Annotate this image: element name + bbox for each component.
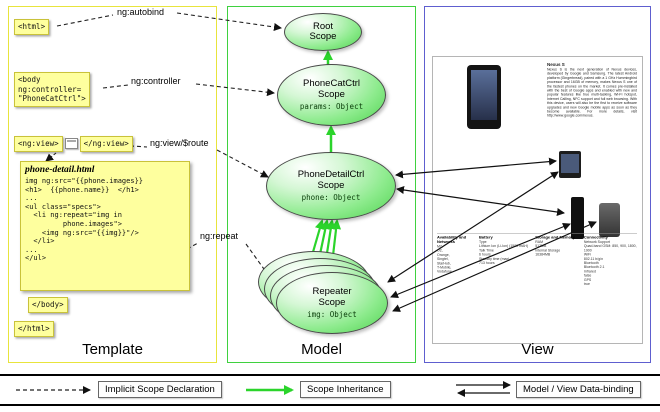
phone-hero-screen (471, 70, 497, 120)
legend-model-view-databinding: Model / View Data-binding (516, 381, 641, 398)
ng-view-close-box: </ng:view> (79, 136, 133, 152)
legend-implicit-scope-declaration: Implicit Scope Declaration (98, 381, 222, 398)
spec-header: Connectivity (583, 235, 608, 240)
spec-table: Availability and Networks M7, O2, Orange… (437, 233, 637, 287)
repeater-scope-ellipse: Repeater Scope img: Object (276, 272, 388, 334)
body-close-tag-box: </body> (28, 297, 68, 313)
spec-rows: Type Lithium Ion (Li-Ion) (1500 mAH) Tal… (479, 240, 529, 266)
label-ng-repeat: ng:repeat (200, 231, 239, 241)
spec-rows: Network Support Quad-band GSM: 850, 900,… (583, 240, 637, 287)
template-file-name: phone-detail.html (25, 165, 95, 175)
spec-rows: M7, O2, Orange, Singtel, StarHub, T-Mobi… (437, 245, 452, 274)
phone-description-text: Nexus S is the next generation of Nexus … (547, 68, 637, 118)
phonecatctrl-scope-title: PhoneCatCtrl Scope (302, 78, 361, 100)
phone-hero-image (467, 65, 501, 129)
code-line: ... (25, 194, 38, 203)
spec-column-availability: Availability and Networks M7, O2, Orange… (437, 235, 474, 287)
html-close-tag-box: </html> (14, 321, 54, 337)
ng-view-open-box: <ng:view> (14, 136, 63, 152)
phone-thumbnail-front (559, 151, 581, 178)
phone-thumbnail-front-screen (561, 154, 579, 173)
model-panel-title: Model (301, 341, 342, 358)
phonedetailctrl-scope-property: phone: Object (301, 193, 361, 202)
spec-column-storage: Storage and Memory RAM 512MB Internal St… (535, 235, 579, 287)
code-line: <img ng:src="{{img}}"/> (25, 228, 139, 237)
spec-column-connectivity: Connectivity Network Support Quad-band G… (584, 235, 637, 287)
legend-top-rule (0, 374, 660, 376)
repeater-scope-property: img: Object (307, 310, 357, 319)
code-line: <ul class="specs"> (25, 202, 101, 211)
phonedetailctrl-scope-title: PhoneDetailCtrl Scope (297, 169, 365, 191)
spec-column-battery: Battery Type Lithium Ion (Li-Ion) (1500 … (479, 235, 530, 287)
legend-bottom-rule (0, 404, 660, 406)
rendered-view-page: Nexus S Nexus S is the next generation o… (432, 56, 643, 344)
spec-header: Availability and Networks (437, 235, 467, 244)
phonedetailctrl-scope-ellipse: PhoneDetailCtrl Scope phone: Object (266, 152, 396, 220)
label-ng-view-route: ng:view/$route (150, 138, 209, 148)
repeater-scope-title: Repeater Scope (312, 286, 352, 308)
phonecatctrl-scope-ellipse: PhoneCatCtrl Scope params: Object (277, 64, 386, 126)
code-line: ... (25, 245, 38, 254)
legend-scope-inheritance: Scope Inheritance (300, 381, 391, 398)
label-ng-controller: ng:controller (131, 76, 181, 86)
template-panel-title: Template (82, 341, 143, 358)
label-ng-autobind: ng:autobind (117, 7, 165, 17)
spec-rows: RAM 512MB Internal Storage 16384MB (535, 240, 561, 257)
ng-view-row: <ng:view> </ng:view> (14, 136, 133, 152)
root-scope-title: Root Scope (309, 20, 337, 42)
html-open-tag-box: <html> (14, 19, 50, 35)
root-scope-ellipse: Root Scope (284, 13, 362, 51)
spec-header: Battery (479, 235, 493, 240)
view-panel-title: View (521, 341, 554, 358)
body-controller-box: <body ng:controller= "PhoneCatCtrl"> (14, 72, 90, 107)
code-line: img ng:src="{{phone.images}} (25, 177, 144, 185)
spec-header: Storage and Memory (535, 235, 575, 240)
code-line: <li ng:repeat="img in (25, 211, 122, 220)
phone-detail-template-box: phone-detail.html img ng:src="{{phone.im… (20, 161, 190, 291)
code-line: </li> (25, 237, 55, 246)
view-placeholder-icon (64, 138, 78, 150)
code-line: </ul> (25, 254, 47, 263)
phone-name-heading: Nexus S (547, 62, 565, 67)
phonecatctrl-scope-property: params: Object (299, 102, 364, 111)
phone-thumbnail-back (599, 203, 620, 237)
code-line: <h1> {{phone.name}} </h1> (25, 185, 139, 194)
phone-description-block: Nexus S Nexus S is the next generation o… (547, 62, 637, 118)
code-line: phone.images"> (25, 219, 122, 228)
